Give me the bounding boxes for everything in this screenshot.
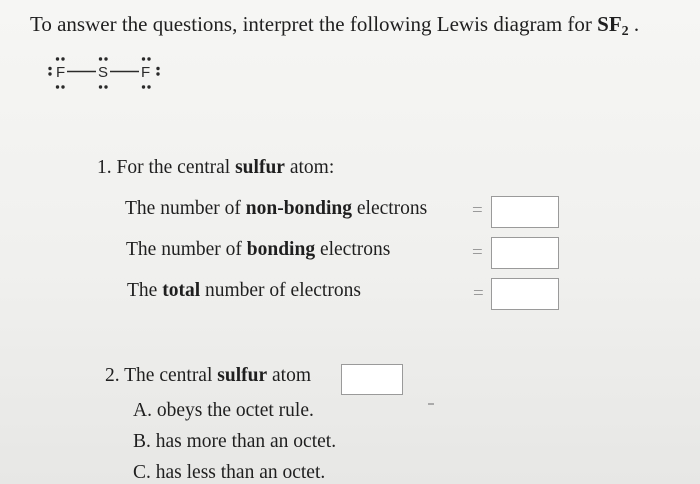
- total-electrons-answer-box[interactable]: [491, 278, 559, 310]
- lone-pair-dot: [98, 57, 103, 61]
- equals-sign: =: [472, 200, 483, 221]
- octet-answer-box[interactable]: [341, 364, 403, 395]
- formula: SF2: [597, 12, 629, 39]
- lone-pair-dot: [147, 85, 151, 89]
- option-c: C. has less than an octet.: [133, 462, 326, 483]
- lewis-diagram: F S F: [48, 57, 160, 89]
- lone-pair-dot: [98, 85, 103, 89]
- question-1-heading: 1. For the central sulfur atom:: [97, 157, 335, 178]
- q1-row-nonbonding-label: The number of non-bonding electrons: [125, 198, 428, 219]
- lone-pair-dot: [156, 72, 160, 76]
- lone-pair-dot: [156, 66, 160, 71]
- question-2-heading: 2. The central sulfur atom: [105, 365, 311, 386]
- lone-pair-dot: [141, 57, 146, 61]
- lone-pair-dot: [147, 57, 151, 61]
- lone-pair-dot: [48, 72, 52, 76]
- q1-row-bonding-label: The number of bonding electrons: [126, 239, 391, 260]
- lewis-atom-center: S: [98, 64, 108, 81]
- lone-pair-dot: [104, 57, 108, 61]
- equals-sign: =: [473, 283, 484, 304]
- lone-pair-dot: [61, 85, 65, 89]
- lone-pair-dot: [55, 85, 60, 89]
- lone-pair-dot: [104, 85, 108, 89]
- lewis-atom-right: F: [141, 64, 150, 81]
- option-b: B. has more than an octet.: [133, 431, 337, 452]
- lone-pair-dot: [141, 85, 146, 89]
- nonbonding-electrons-answer-box[interactable]: [491, 196, 559, 228]
- lone-pair-dot: [61, 57, 65, 61]
- equals-sign: =: [472, 242, 483, 263]
- q1-row-total-label: The total number of electrons: [127, 280, 361, 301]
- lone-pair-dot: [48, 66, 52, 71]
- option-a: A. obeys the octet rule.: [133, 400, 314, 421]
- bonding-electrons-answer-box[interactable]: [491, 237, 559, 269]
- intro-text: To answer the questions, interpret the f…: [30, 12, 640, 39]
- lewis-atom-left: F: [56, 64, 65, 81]
- lone-pair-dot: [55, 57, 60, 61]
- stray-mark: [428, 403, 434, 405]
